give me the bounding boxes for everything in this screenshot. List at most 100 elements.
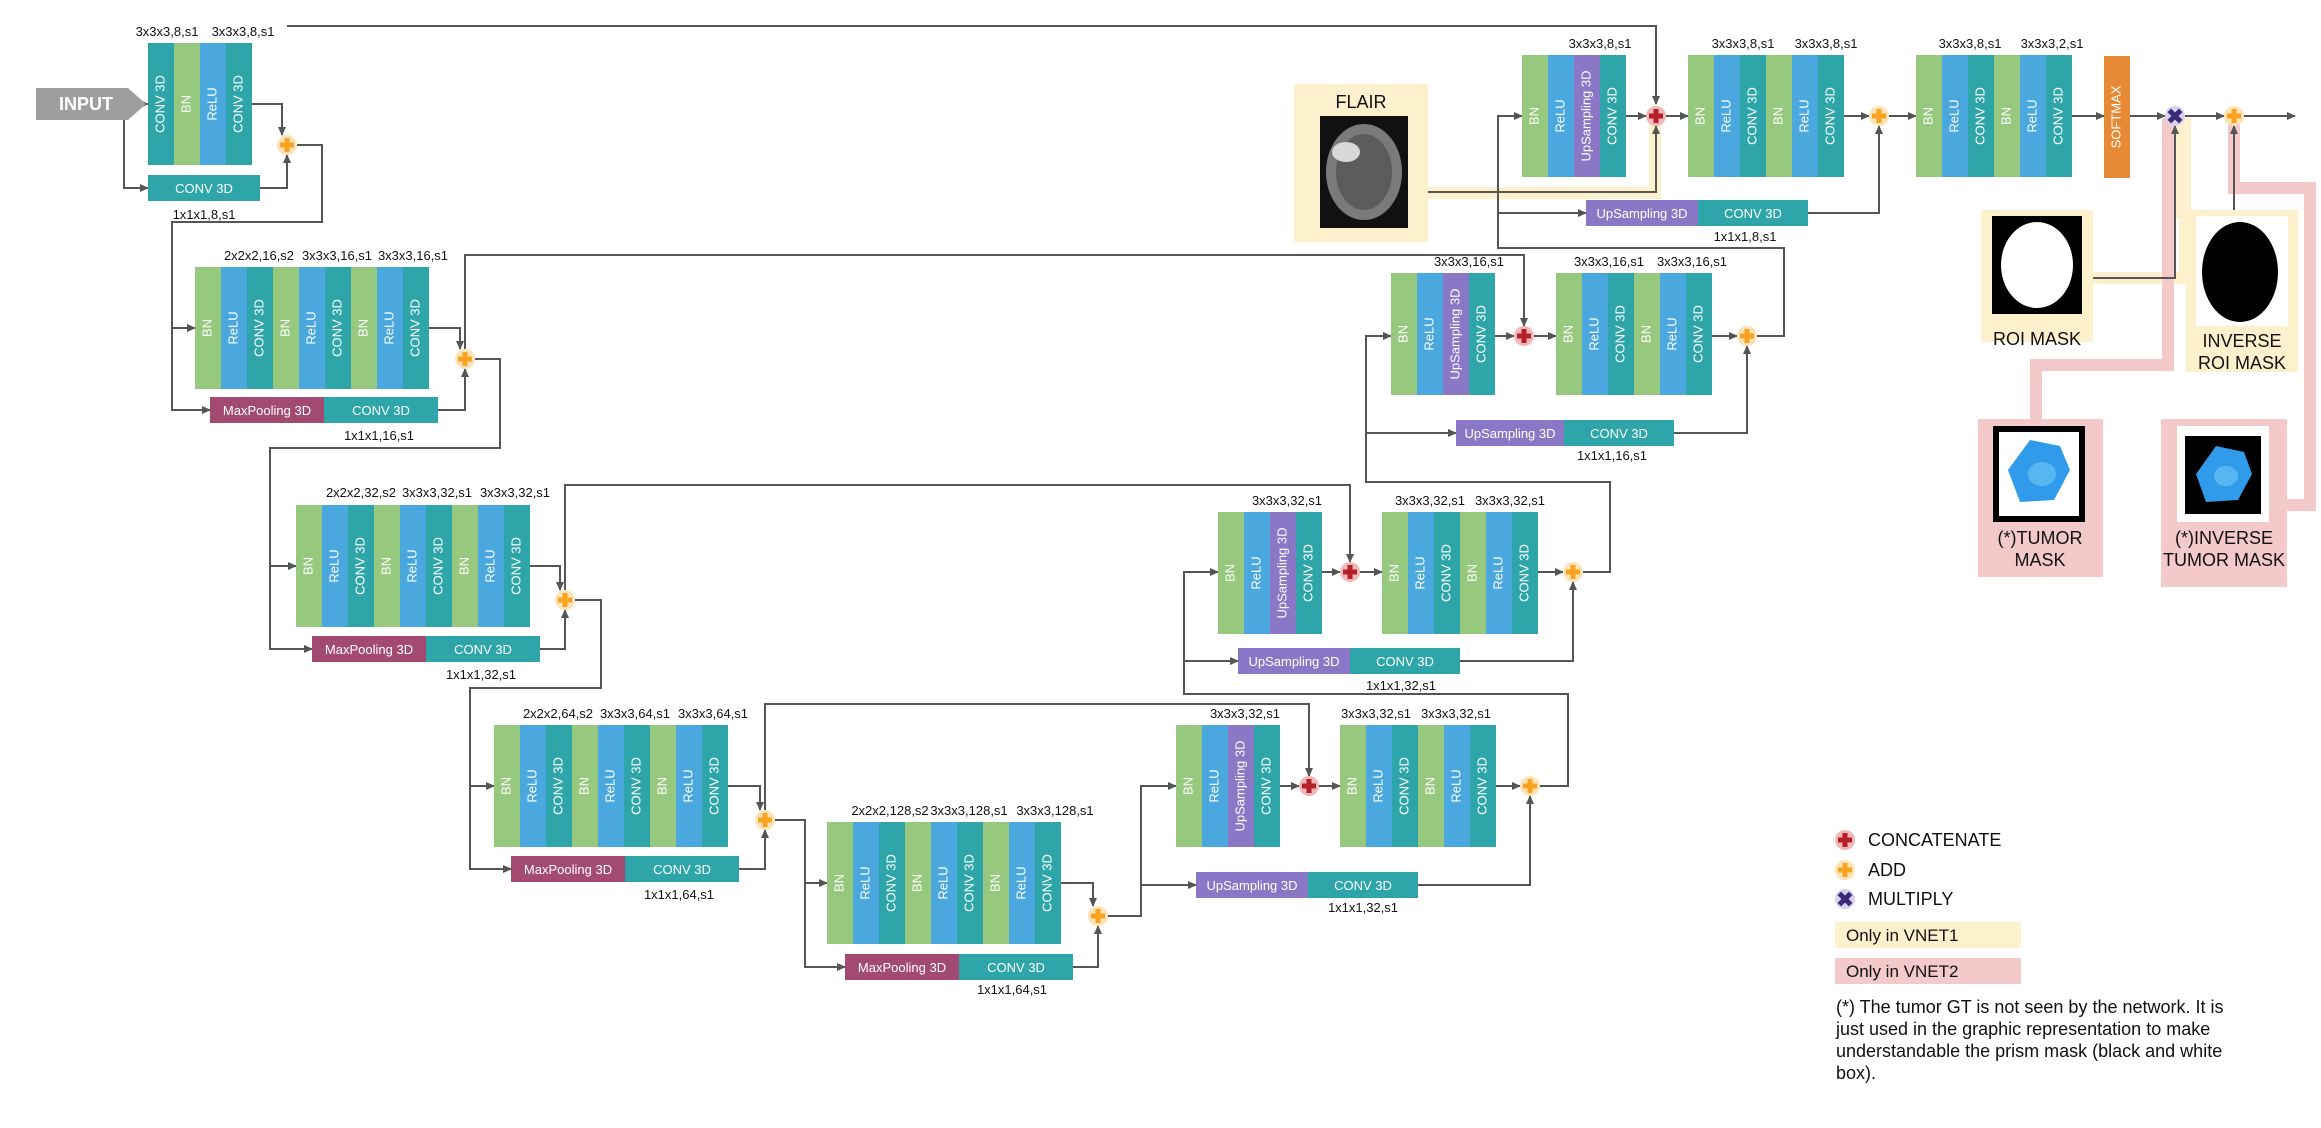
concatenate-operator-bar — [1842, 833, 1848, 847]
connector-line — [438, 368, 469, 411]
add-operator-bar — [1570, 565, 1576, 579]
relu-layer-label: ReLU — [1421, 317, 1436, 350]
relu-layer — [1009, 822, 1035, 944]
conv3d-layer — [957, 822, 983, 944]
relu-layer-label: ReLU — [1370, 769, 1385, 802]
conv3d-layer-label: CONV 3D — [430, 537, 445, 595]
kernel-spec-label: 3x3x3,8,s1 — [212, 24, 275, 39]
relu-layer — [299, 267, 325, 389]
skip-spec-label: 1x1x1,16,s1 — [344, 428, 414, 443]
kernel-spec-label: 3x3x3,16,s1 — [302, 248, 372, 263]
bn-layer — [827, 822, 853, 944]
inverse-tumor-mask-label: TUMOR MASK — [2163, 550, 2285, 570]
relu-layer — [520, 725, 546, 847]
conv3d-layer-label: CONV 3D — [1972, 87, 1987, 145]
conv3d-skip-block-label: CONV 3D — [1376, 654, 1434, 669]
roi-mask-shape — [2001, 222, 2073, 308]
bn-layer — [1688, 55, 1714, 177]
connector-line — [171, 144, 323, 414]
conv3d-skip-block — [1698, 200, 1808, 226]
bn-layer — [452, 505, 478, 627]
bn-layer-label: BN — [1422, 777, 1437, 795]
relu-layer-label: ReLU — [1412, 556, 1427, 589]
maxpooling3d-block — [845, 954, 959, 980]
tumor-mask-core — [2028, 462, 2056, 486]
kernel-spec-label: 3x3x3,8,s1 — [1569, 36, 1632, 51]
relu-layer — [221, 267, 247, 389]
conv3d-layer-label: CONV 3D — [152, 75, 167, 133]
add-operator-bar — [762, 813, 768, 827]
softmax-block — [2104, 56, 2130, 178]
conv3d-layer — [1434, 512, 1460, 634]
conv3d-skip-block — [1564, 420, 1674, 446]
connector-line — [1497, 112, 1785, 337]
bn-layer-label: BN — [378, 557, 393, 575]
skip-spec-label: 1x1x1,32,s1 — [446, 667, 516, 682]
multiply-operator-bar — [2167, 108, 2183, 124]
conv3d-layer-label: CONV 3D — [329, 299, 344, 357]
conv3d-layer — [702, 725, 728, 847]
upsampling3d-skip-block-label: UpSampling 3D — [1206, 878, 1297, 893]
add-operator-bar — [1876, 109, 1882, 123]
footnote-text: (*) The tumor GT is not seen by the netw… — [1836, 997, 2224, 1083]
relu-layer — [377, 267, 403, 389]
kernel-spec-label: 2x2x2,32,s2 — [326, 485, 396, 500]
kernel-spec-label: 3x3x3,128,s1 — [930, 803, 1007, 818]
relu-layer-label: ReLU — [1718, 99, 1733, 132]
bn-layer — [195, 267, 221, 389]
legend-vnet2-swatch — [1835, 958, 2021, 984]
skip-spec-label: 1x1x1,8,s1 — [1714, 229, 1777, 244]
conv3d-skip-block-label: CONV 3D — [987, 960, 1045, 975]
connector-line — [260, 154, 291, 189]
skip-connection-line — [764, 703, 1313, 810]
bn-layer-label: BN — [178, 95, 193, 113]
kernel-spec-label: 3x3x3,32,s1 — [1341, 706, 1411, 721]
relu-layer — [1408, 512, 1434, 634]
relu-layer — [400, 505, 426, 627]
skip-spec-label: 1x1x1,16,s1 — [1577, 448, 1647, 463]
upsampling3d-skip-block — [1456, 420, 1564, 446]
relu-layer-label: ReLU — [1664, 317, 1679, 350]
conv3d-layer-label: CONV 3D — [706, 757, 721, 815]
kernel-spec-label: 3x3x3,128,s1 — [1016, 803, 1093, 818]
relu-layer — [1202, 725, 1228, 847]
upsampling3d-layer-label: UpSampling 3D — [1232, 740, 1247, 831]
connector-line — [123, 118, 149, 192]
input-label: INPUT — [59, 94, 113, 114]
legend-add-label: ADD — [1868, 860, 1906, 880]
connector-line — [269, 358, 501, 653]
connector-line — [1418, 795, 1534, 886]
skip-connection-line — [287, 25, 1660, 105]
bn-layer-label: BN — [355, 319, 370, 337]
roi-mask-label: ROI MASK — [1993, 329, 2081, 349]
relu-layer-label: ReLU — [1552, 99, 1567, 132]
bn-layer — [1382, 512, 1408, 634]
conv3d-layer-label: CONV 3D — [2050, 87, 2065, 145]
relu-layer — [1582, 273, 1608, 395]
conv3d-layer-label: CONV 3D — [1690, 305, 1705, 363]
relu-layer — [931, 822, 957, 944]
upsampling3d-layer — [1270, 512, 1296, 634]
bn-layer-label: BN — [1344, 777, 1359, 795]
connector-line — [1073, 925, 1102, 968]
conv3d-layer-label: CONV 3D — [1612, 305, 1627, 363]
relu-layer — [1244, 512, 1270, 634]
tumor-mask-label: MASK — [2014, 550, 2065, 570]
conv3d-layer-label: CONV 3D — [407, 299, 422, 357]
add-operator-bar — [1744, 329, 1750, 343]
conv3d-layer — [403, 267, 429, 389]
conv3d-layer-label: CONV 3D — [628, 757, 643, 815]
upsampling3d-layer — [1443, 273, 1469, 395]
conv3d-layer-label: CONV 3D — [230, 75, 245, 133]
skip-connection-line — [464, 254, 1528, 349]
relu-layer — [1548, 55, 1574, 177]
connector-line — [1460, 581, 1577, 662]
conv3d-layer-label: CONV 3D — [550, 757, 565, 815]
relu-layer-label: ReLU — [1490, 556, 1505, 589]
bn-layer-label: BN — [987, 874, 1002, 892]
bn-layer — [1340, 725, 1366, 847]
add-operator-bar — [2231, 109, 2237, 123]
bn-layer — [174, 43, 200, 165]
inverse-roi-mask-label: ROI MASK — [2198, 353, 2286, 373]
